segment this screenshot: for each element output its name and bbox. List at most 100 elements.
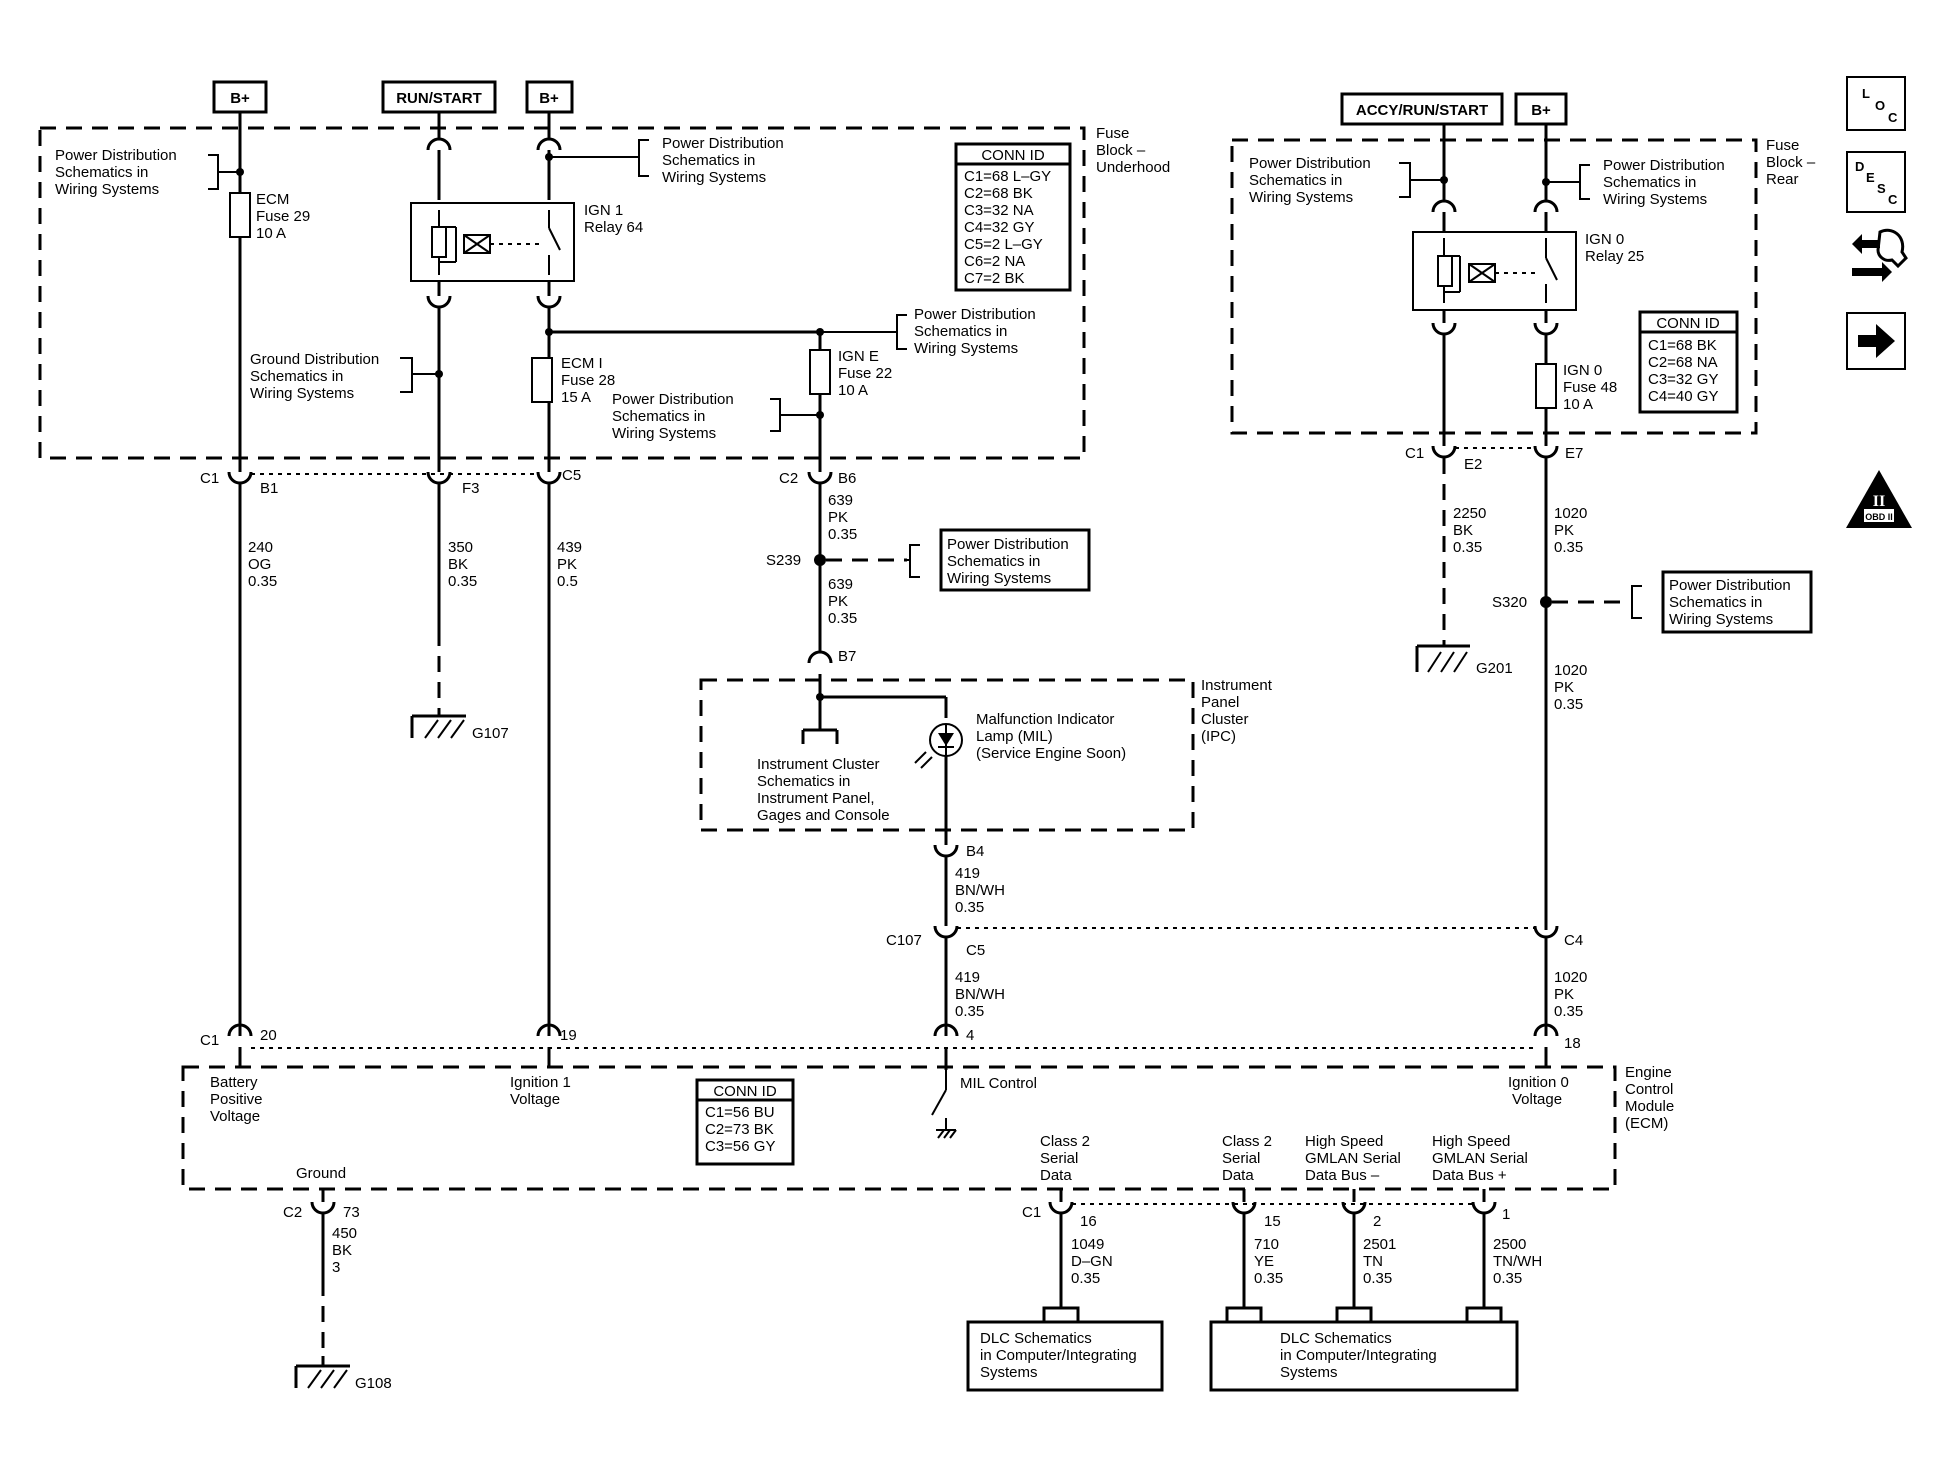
wire-1020-label-b: 1020 PK 0.35 — [1554, 662, 1587, 713]
svg-text:19: 19 — [560, 1027, 577, 1044]
svg-text:High Speed: High Speed — [1305, 1133, 1383, 1150]
ecm-boundary — [181, 1065, 1617, 1191]
svg-text:2250: 2250 — [1453, 505, 1486, 522]
cluster-ref: Instrument Cluster Schematics in Instrum… — [757, 756, 890, 824]
svg-text:0.5: 0.5 — [557, 573, 578, 590]
svg-text:L: L — [1862, 86, 1870, 101]
svg-text:1049: 1049 — [1071, 1236, 1104, 1253]
obd-ii-icon: II OBD II — [1846, 470, 1912, 528]
svg-text:Wiring Systems: Wiring Systems — [947, 570, 1051, 587]
svg-text:Rear: Rear — [1766, 171, 1799, 188]
svg-text:Malfunction Indicator: Malfunction Indicator — [976, 711, 1114, 728]
svg-text:Relay 25: Relay 25 — [1585, 248, 1644, 265]
svg-text:DLC Schematics: DLC Schematics — [980, 1330, 1092, 1347]
svg-text:BN/WH: BN/WH — [955, 882, 1005, 899]
svg-text:B+: B+ — [539, 90, 559, 107]
svg-text:18: 18 — [1564, 1035, 1581, 1052]
svg-text:(IPC): (IPC) — [1201, 728, 1236, 745]
svg-text:C3=56 GY: C3=56 GY — [705, 1138, 775, 1155]
ign0-fuse-48 — [1535, 363, 1557, 409]
svg-text:C3=32 GY: C3=32 GY — [1648, 371, 1718, 388]
svg-text:Schematics in: Schematics in — [55, 164, 148, 181]
svg-text:Block –: Block – — [1766, 154, 1816, 171]
svg-text:Class 2: Class 2 — [1222, 1133, 1272, 1150]
conn-id-underhood: CONN ID C1=68 L–GY C2=68 BK C3=32 NA C4=… — [954, 142, 1072, 292]
ecm-ground-label: Ground — [296, 1165, 346, 1182]
wire-639-label-b: 639 PK 0.35 — [828, 576, 857, 627]
dlc-ref-b: DLC Schematics in Computer/Integrating S… — [1209, 1320, 1519, 1392]
next-arrow-button[interactable] — [1846, 312, 1906, 370]
wrench-arrows-icon[interactable] — [1852, 228, 1908, 282]
pd-ref-col4: Power Distribution Schematics in Wiring … — [612, 391, 820, 442]
pd-ref-left-top: Power Distribution Schematics in Wiring … — [55, 147, 240, 198]
loc-button[interactable]: L O C — [1846, 76, 1906, 131]
svg-text:Power Distribution: Power Distribution — [612, 391, 734, 408]
ign-e-fuse-22 — [809, 349, 831, 395]
wire-419-label-a: 419 BN/WH 0.35 — [955, 865, 1005, 916]
svg-text:BN/WH: BN/WH — [955, 986, 1005, 1003]
splice-s320 — [1540, 596, 1552, 608]
wire-1020-label-a: 1020 PK 0.35 — [1554, 505, 1587, 556]
svg-text:0.35: 0.35 — [1554, 696, 1583, 713]
svg-text:240: 240 — [248, 539, 273, 556]
wire-439-label: 439 PK 0.5 — [557, 539, 582, 590]
svg-text:Panel: Panel — [1201, 694, 1239, 711]
svg-text:Power Distribution: Power Distribution — [1249, 155, 1371, 172]
svg-text:BK: BK — [332, 1242, 352, 1259]
wire-2500-label: 2500 TN/WH 0.35 — [1493, 1236, 1542, 1287]
svg-text:Instrument: Instrument — [1201, 677, 1273, 694]
svg-text:OG: OG — [248, 556, 271, 573]
svg-text:16: 16 — [1080, 1213, 1097, 1230]
run-start-source: RUN/START — [381, 80, 497, 114]
svg-text:10 A: 10 A — [256, 225, 286, 242]
svg-text:0.35: 0.35 — [1453, 539, 1482, 556]
svg-text:Schematics in: Schematics in — [914, 323, 1007, 340]
svg-text:0.35: 0.35 — [1363, 1270, 1392, 1287]
svg-text:639: 639 — [828, 576, 853, 593]
svg-text:3: 3 — [332, 1259, 340, 1276]
svg-text:C1: C1 — [1022, 1204, 1041, 1221]
svg-text:710: 710 — [1254, 1236, 1279, 1253]
wire-2501-label: 2501 TN 0.35 — [1363, 1236, 1396, 1287]
svg-text:PK: PK — [828, 509, 848, 526]
svg-text:GMLAN Serial: GMLAN Serial — [1432, 1150, 1528, 1167]
mil-control-label: MIL Control — [960, 1075, 1037, 1092]
ecm-ign0-label: Ignition 0 Voltage — [1508, 1074, 1569, 1108]
svg-text:S: S — [1877, 181, 1886, 196]
svg-text:Data Bus –: Data Bus – — [1305, 1167, 1380, 1184]
svg-text:B7: B7 — [838, 648, 856, 665]
svg-text:Engine: Engine — [1625, 1064, 1672, 1081]
svg-text:PK: PK — [1554, 986, 1574, 1003]
svg-text:Power Distribution: Power Distribution — [1669, 577, 1791, 594]
svg-text:Schematics in: Schematics in — [947, 553, 1040, 570]
svg-text:IGN E: IGN E — [838, 348, 879, 365]
svg-text:Power Distribution: Power Distribution — [662, 135, 784, 152]
ecm-fuse-29 — [229, 192, 251, 238]
svg-text:Fuse 29: Fuse 29 — [256, 208, 310, 225]
svg-text:10 A: 10 A — [1563, 396, 1593, 413]
wire-240-label: 240 OG 0.35 — [248, 539, 277, 590]
svg-text:Data: Data — [1040, 1167, 1072, 1184]
desc-button[interactable]: D E S C — [1846, 151, 1906, 213]
wire-419-label-b: 419 BN/WH 0.35 — [955, 969, 1005, 1020]
svg-text:2500: 2500 — [1493, 1236, 1526, 1253]
ecm-class2-a-label: Class 2 Serial Data — [1040, 1133, 1090, 1184]
fuse-block-underhood-title: Fuse Block – Underhood — [1096, 125, 1170, 176]
svg-text:C1: C1 — [200, 470, 219, 487]
svg-text:PK: PK — [1554, 522, 1574, 539]
wire-350-label: 350 BK 0.35 — [448, 539, 477, 590]
svg-text:C2: C2 — [283, 1204, 302, 1221]
svg-text:O: O — [1875, 98, 1885, 113]
svg-text:TN: TN — [1363, 1253, 1383, 1270]
svg-text:C7=2 BK: C7=2 BK — [964, 270, 1024, 287]
bplus-source-1: B+ — [212, 80, 268, 114]
ign0-fuse-label: IGN 0 Fuse 48 10 A — [1563, 362, 1617, 413]
svg-text:Power Distribution: Power Distribution — [55, 147, 177, 164]
svg-text:D: D — [1855, 159, 1864, 174]
svg-text:C5: C5 — [562, 467, 581, 484]
svg-text:4: 4 — [966, 1027, 974, 1044]
svg-text:C2=73 BK: C2=73 BK — [705, 1121, 774, 1138]
svg-text:OBD II: OBD II — [1865, 512, 1893, 522]
svg-text:C5=2 L–GY: C5=2 L–GY — [964, 236, 1043, 253]
svg-text:in Computer/Integrating: in Computer/Integrating — [1280, 1347, 1437, 1364]
